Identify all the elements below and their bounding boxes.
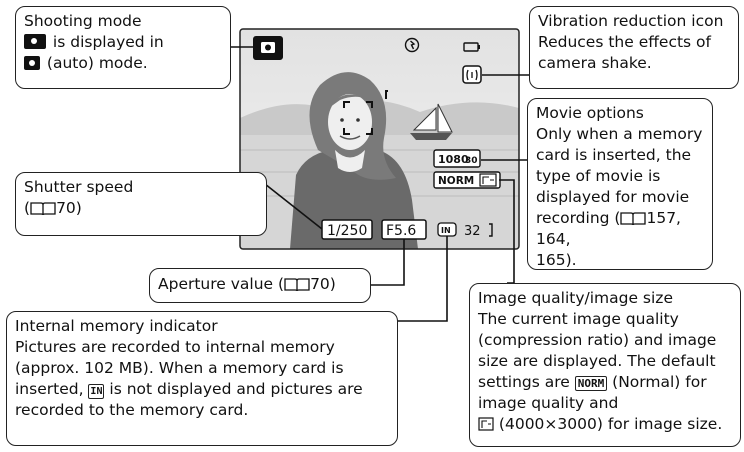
movie-option-indicator: 1080 30 bbox=[433, 149, 481, 168]
movie-fps-text: 30 bbox=[465, 156, 478, 166]
af-area-brackets bbox=[343, 101, 373, 135]
page-reference-book-icon bbox=[30, 202, 56, 215]
callout-vr-line3: camera shake. bbox=[538, 54, 652, 72]
screen-mode-camera-icon bbox=[253, 36, 283, 60]
callout-iq-line: Image quality/image size bbox=[478, 289, 673, 307]
callout-memory-title: Internal memory indicator bbox=[15, 317, 218, 335]
callout-iq-line: size are displayed. The default bbox=[478, 352, 716, 370]
callout-iq-line: (compression ratio) and image bbox=[478, 331, 717, 349]
page-reference-book-icon bbox=[620, 212, 647, 225]
page-reference-book-icon bbox=[284, 278, 310, 291]
callout-vibration-reduction: Vibration reduction icon Reduces the eff… bbox=[529, 6, 739, 89]
callout-memory-line: (approx. 102 MB). When a memory card is bbox=[15, 359, 344, 377]
screen-shutter-speed: 1/250 bbox=[327, 223, 367, 239]
callout-memory-line: Pictures are recorded to internal memory bbox=[15, 338, 335, 356]
callout-shutter-speed: Shutter speed (70) bbox=[15, 172, 267, 236]
callout-shooting-mode: Shooting mode is displayed in (auto) mod… bbox=[15, 6, 231, 89]
battery-icon bbox=[463, 42, 480, 52]
image-quality-indicator: NORM bbox=[433, 171, 501, 189]
callout-movie-line: type of movie is bbox=[536, 167, 661, 185]
internal-memory-icon: IN bbox=[88, 384, 105, 399]
callout-shooting-mode-title: Shooting mode bbox=[24, 12, 142, 30]
callout-movie-line: Movie options bbox=[536, 104, 644, 122]
camera-mode-icon bbox=[24, 34, 46, 49]
screen-internal-memory-badge: IN bbox=[441, 226, 451, 235]
movie-resolution-text: 1080 bbox=[438, 153, 469, 166]
callout-iq-line: image quality and bbox=[478, 394, 619, 412]
callout-movie-line: displayed for movie bbox=[536, 188, 690, 206]
callout-aperture-value: Aperture value (70) bbox=[149, 268, 371, 303]
callout-internal-memory: Internal memory indicator Pictures are r… bbox=[6, 311, 398, 446]
callout-vr-line2: Reduces the effects of bbox=[538, 33, 711, 51]
callout-image-quality-size: Image quality/image size The current ima… bbox=[469, 283, 741, 447]
callout-movie-line: card is inserted, the bbox=[536, 146, 692, 164]
callout-iq-line: The current image quality bbox=[478, 310, 679, 328]
norm-quality-icon: NORM bbox=[574, 376, 608, 391]
callout-movie-line: Only when a memory bbox=[536, 125, 703, 143]
callout-movie-options: Movie options Only when a memory card is… bbox=[527, 98, 713, 270]
flash-mode-icon bbox=[404, 37, 420, 53]
image-quality-text: NORM bbox=[438, 175, 474, 187]
sailboat-illustration bbox=[412, 106, 437, 131]
vibration-reduction-icon bbox=[462, 65, 482, 84]
image-size-16m-icon bbox=[478, 417, 494, 431]
callout-memory-line: recorded to the memory card. bbox=[15, 401, 249, 419]
screen-exposures-remaining: 32 bbox=[464, 224, 481, 239]
callout-vr-title: Vibration reduction icon bbox=[538, 12, 724, 30]
screen-aperture: F5.6 bbox=[386, 223, 416, 239]
callout-movie-last: 165). bbox=[536, 251, 577, 269]
callout-shutter-title: Shutter speed bbox=[24, 178, 134, 196]
auto-mode-camera-icon bbox=[24, 56, 40, 70]
